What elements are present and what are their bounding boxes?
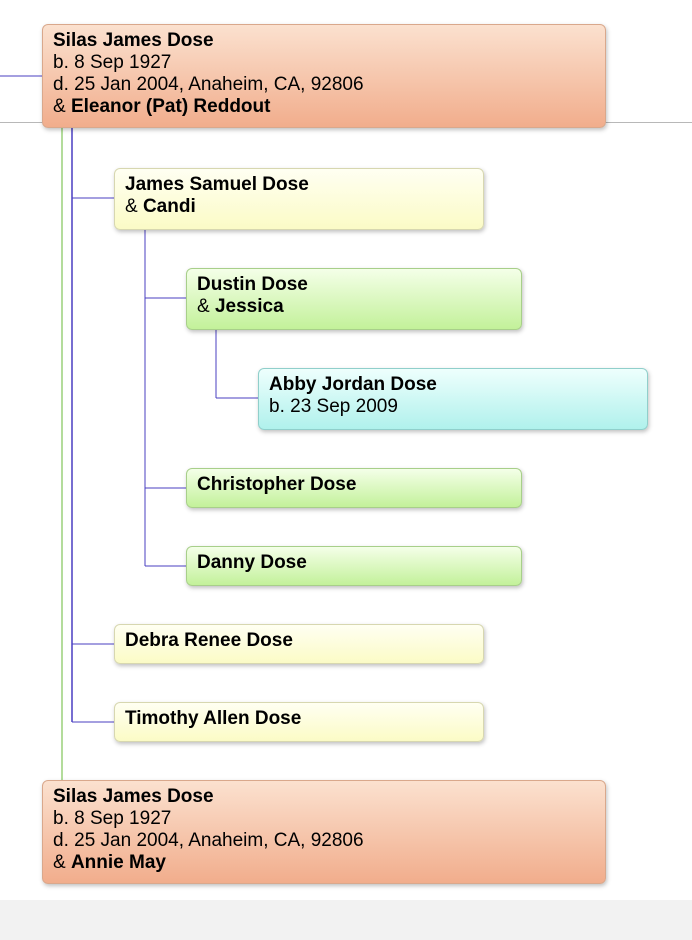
spouse-prefix: & xyxy=(53,96,71,117)
spouse-line: & Candi xyxy=(125,196,473,218)
person-name: Danny Dose xyxy=(197,552,307,573)
person-card-silas-root[interactable]: Silas James Dose b. 8 Sep 1927 d. 25 Jan… xyxy=(42,24,606,128)
person-name: Christopher Dose xyxy=(197,474,357,495)
spouse-name: Jessica xyxy=(214,296,284,317)
person-name: Silas James Dose xyxy=(53,30,214,51)
person-name: Dustin Dose xyxy=(197,274,308,295)
person-name: Timothy Allen Dose xyxy=(125,708,302,729)
spouse-name: Eleanor (Pat) Reddout xyxy=(70,96,271,117)
spouse-prefix: & xyxy=(125,196,143,217)
birth-date: b. 8 Sep 1927 xyxy=(53,52,172,73)
footer-band xyxy=(0,900,692,940)
person-name: Debra Renee Dose xyxy=(125,630,293,651)
person-card-danny[interactable]: Danny Dose xyxy=(186,546,522,586)
spouse-prefix: & xyxy=(197,296,215,317)
person-name: Abby Jordan Dose xyxy=(269,374,437,395)
person-card-debra[interactable]: Debra Renee Dose xyxy=(114,624,484,664)
person-card-abby[interactable]: Abby Jordan Dose b. 23 Sep 2009 xyxy=(258,368,648,430)
person-card-silas-second[interactable]: Silas James Dose b. 8 Sep 1927 d. 25 Jan… xyxy=(42,780,606,884)
person-card-christopher[interactable]: Christopher Dose xyxy=(186,468,522,508)
person-card-dustin[interactable]: Dustin Dose & Jessica xyxy=(186,268,522,330)
birth-date: b. 23 Sep 2009 xyxy=(269,396,398,417)
person-card-james[interactable]: James Samuel Dose & Candi xyxy=(114,168,484,230)
death-info: d. 25 Jan 2004, Anaheim, CA, 92806 xyxy=(53,74,364,95)
person-card-timothy[interactable]: Timothy Allen Dose xyxy=(114,702,484,742)
spouse-line: & Eleanor (Pat) Reddout xyxy=(53,96,595,118)
spouse-prefix: & xyxy=(53,852,71,873)
person-name: Silas James Dose xyxy=(53,786,214,807)
spouse-line: & Annie May xyxy=(53,852,595,874)
spouse-name: Annie May xyxy=(70,852,166,873)
person-name: James Samuel Dose xyxy=(125,174,309,195)
birth-date: b. 8 Sep 1927 xyxy=(53,808,172,829)
spouse-name: Candi xyxy=(142,196,196,217)
death-info: d. 25 Jan 2004, Anaheim, CA, 92806 xyxy=(53,830,364,851)
spouse-line: & Jessica xyxy=(197,296,511,318)
